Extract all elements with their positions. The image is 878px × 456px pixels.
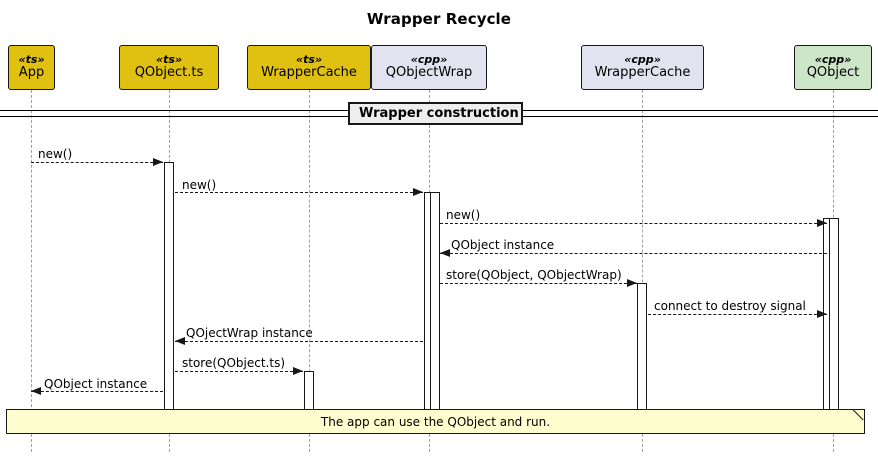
- lifeline-cpp-wrappercache: [642, 90, 643, 452]
- message-line: [175, 341, 423, 342]
- message-label: QObject instance: [451, 238, 555, 252]
- participant-stereotype: «cpp»: [624, 53, 661, 67]
- participant-ts-wrappercache[interactable]: «ts»WrapperCache: [247, 45, 371, 90]
- lifeline-ts-wrappercache: [309, 90, 310, 452]
- message-arrowhead: [817, 218, 827, 227]
- message-label: connect to destroy signal: [654, 299, 806, 313]
- footer-note: The app can use the QObject and run.: [6, 409, 865, 434]
- lifeline-ts-app: [31, 90, 32, 452]
- participant-ts-app[interactable]: «ts»App: [8, 45, 55, 90]
- message-label: new(): [446, 208, 481, 222]
- participant-name: App: [18, 65, 45, 81]
- participant-cpp-qobjectwrap[interactable]: «cpp»QObjectWrap: [371, 45, 487, 90]
- note-fold-corner: [853, 409, 864, 420]
- message-arrowhead: [153, 157, 163, 166]
- participant-name: WrapperCache: [594, 65, 691, 81]
- message-line: [31, 162, 163, 163]
- message-line: [175, 371, 303, 372]
- message-line: [440, 283, 637, 284]
- message-line: [440, 253, 827, 254]
- participant-stereotype: «cpp»: [814, 53, 852, 67]
- message-arrowhead: [31, 386, 41, 395]
- message-label: store(QObject, QObjectWrap): [446, 268, 622, 282]
- message-line: [648, 314, 827, 315]
- footer-note-text: The app can use the QObject and run.: [320, 414, 551, 429]
- participant-name: QObject.ts: [134, 65, 204, 81]
- message-arrowhead: [413, 187, 423, 196]
- activation-bar-act-qobjectwrap-2: [430, 192, 440, 424]
- participant-name: WrapperCache: [261, 65, 357, 81]
- message-label: QObject instance: [44, 377, 148, 391]
- message-label: new(): [182, 178, 217, 192]
- participant-stereotype: «cpp»: [410, 53, 448, 67]
- message-arrowhead: [440, 248, 450, 257]
- participant-name: QObjectWrap: [385, 65, 473, 81]
- participant-stereotype: «ts»: [295, 53, 323, 67]
- message-label: QOjectWrap instance: [186, 326, 313, 340]
- activation-bar-act-qobject-2: [829, 218, 839, 424]
- message-line: [175, 192, 423, 193]
- activation-bar-act-qobjectts: [164, 162, 174, 424]
- message-line: [31, 391, 163, 392]
- participant-cpp-wrappercache[interactable]: «cpp»WrapperCache: [581, 45, 704, 90]
- divider-label-box: Wrapper construction: [348, 101, 523, 125]
- message-label: new(): [38, 147, 73, 161]
- message-arrowhead: [293, 366, 303, 375]
- participant-stereotype: «ts»: [18, 53, 45, 67]
- participant-ts-qobjectts[interactable]: «ts»QObject.ts: [119, 45, 219, 90]
- message-arrowhead: [627, 278, 637, 287]
- message-line: [440, 223, 827, 224]
- message-arrowhead: [817, 309, 827, 318]
- activation-bar-act-wrappercache-cpp: [637, 283, 647, 424]
- participant-cpp-qobject[interactable]: «cpp»QObject: [794, 45, 872, 90]
- message-arrowhead: [175, 336, 185, 345]
- participant-name: QObject: [806, 65, 860, 81]
- message-label: store(QObject.ts): [182, 356, 286, 370]
- participant-stereotype: «ts»: [155, 53, 183, 67]
- diagram-title: Wrapper Recycle: [366, 10, 512, 28]
